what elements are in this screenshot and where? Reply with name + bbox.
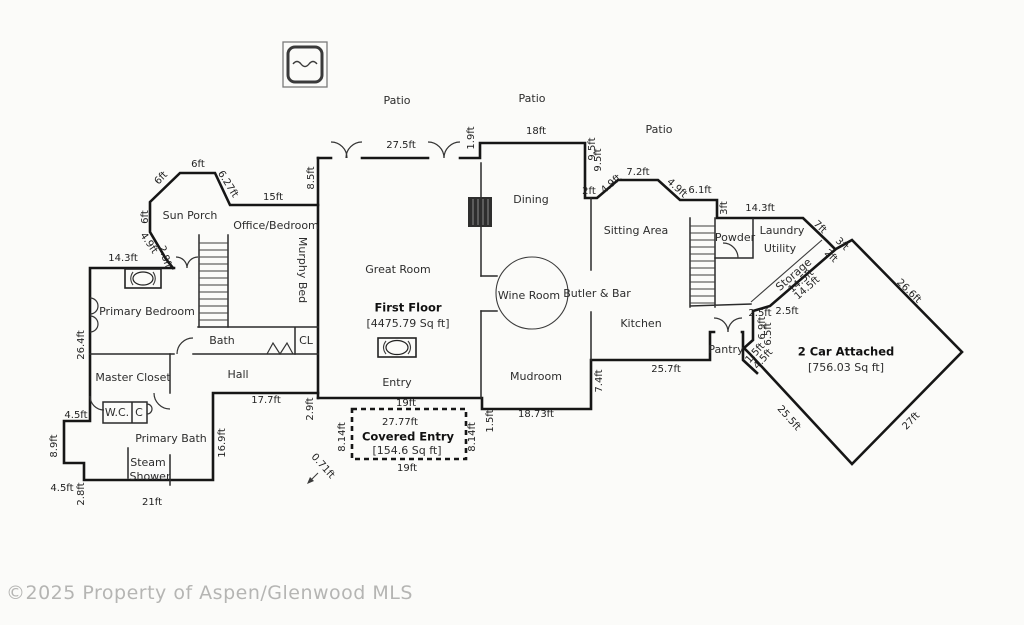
storage-corridor-wall [750, 239, 823, 303]
fireplace-icon [468, 197, 492, 227]
dimension-label: 6.9ft [757, 316, 768, 339]
hot-tub-icon [282, 41, 328, 88]
room-label: Patio [384, 94, 411, 107]
dimension-label: 4.5ft [64, 410, 87, 421]
room-label: Hall [227, 368, 248, 381]
room-label: Patio [646, 123, 673, 136]
dimension-label: 1.9ft [466, 126, 477, 149]
dimension-label: 14.3ft [745, 203, 775, 214]
room-label: First Floor [374, 301, 441, 315]
dimension-label: 6.1ft [688, 185, 711, 196]
room-label: Wine Room [498, 289, 560, 302]
dimension-label: 4.9ft [138, 231, 160, 256]
dimension-label: 2.9ft [305, 397, 316, 420]
dimension-label: 17.7ft [251, 395, 281, 406]
dimension-label: 16.9ft [217, 428, 228, 458]
room-label: Bath [209, 334, 235, 347]
dimension-label: 6.27ft [215, 169, 240, 200]
dimension-label: 9.5ft [593, 148, 604, 171]
dimension-label: 7.4ft [594, 369, 605, 392]
dimension-label: 2.8ft [156, 244, 174, 270]
room-label: Powder [715, 231, 756, 244]
room-label: [154.6 Sq ft] [372, 444, 441, 457]
dimension-label: 25.7ft [651, 364, 681, 375]
dimension-label: 6.5ft [763, 322, 774, 345]
room-label: Utility [764, 242, 797, 255]
room-label: Sitting Area [604, 224, 669, 237]
dimension-label: 8.14ft [467, 422, 478, 452]
room-label: Great Room [365, 263, 430, 276]
dimension-label: 1.5ft [485, 409, 496, 432]
room-label: Patio [519, 92, 546, 105]
room-label: Master Closet [95, 371, 171, 384]
covered-entry-outline [350, 407, 468, 461]
dimension-label: 3ft [719, 201, 730, 215]
staircase-rear [690, 225, 715, 304]
room-label: Mudroom [510, 370, 562, 383]
exterior-walls [62, 141, 836, 482]
room-label: Primary Bedroom [99, 305, 195, 318]
room-label: C [135, 406, 143, 419]
dimension-label: 8.5ft [306, 166, 317, 189]
room-label: 2 Car Attached [798, 345, 895, 359]
dimension-label: 9.5ft [587, 137, 598, 160]
garage-outline [742, 238, 964, 466]
dimension-label: 7ft [811, 219, 829, 236]
firepit-icon-primary-bedroom [124, 268, 162, 289]
room-label: Sun Porch [163, 209, 218, 222]
dimension-arrow [307, 472, 319, 484]
dimension-label: 2.5ft [748, 308, 771, 319]
dimension-label: 27ft [900, 410, 922, 432]
room-label: [756.03 Sq ft] [808, 361, 884, 374]
dimension-label: 2.5ft [775, 306, 798, 317]
dimension-label: 15ft [263, 192, 283, 203]
dimension-label: 26.4ft [76, 330, 87, 360]
room-label: Steam [130, 456, 166, 469]
room-label: [4475.79 Sq ft] [366, 317, 449, 330]
dimension-label: 14.3ft [108, 253, 138, 264]
room-label: Pantry [708, 343, 744, 356]
dimension-label: 27.5ft [386, 140, 416, 151]
dimension-label: 6ft [140, 210, 151, 224]
room-label: Kitchen [620, 317, 661, 330]
dimension-label: 4.9ft [599, 173, 624, 197]
room-label: Laundry [760, 224, 805, 237]
room-label: Entry [382, 376, 412, 389]
dimension-label: 26.6ft [894, 277, 923, 305]
dimension-label: 19ft [396, 398, 416, 409]
room-label: Office/Bedroom [233, 219, 319, 232]
room-label: Butler & Bar [563, 287, 631, 300]
room-label: CL [299, 334, 314, 347]
dimension-label: 19ft [397, 463, 417, 474]
dimension-label: 27.77ft [382, 417, 418, 428]
copyright-text: ©2025 Property of Aspen/Glenwood MLS [6, 582, 413, 604]
dimension-label: 0.71ft [309, 452, 337, 481]
dimension-label: 8.9ft [49, 434, 60, 457]
room-label: Murphy Bed [296, 237, 309, 303]
dimension-label: 21ft [142, 497, 162, 508]
dimension-label: 2ft [582, 186, 596, 197]
dimension-label: 7.2ft [626, 167, 649, 178]
dimension-label: 6ft [191, 159, 205, 170]
room-label: Dining [513, 193, 549, 206]
dimension-label: 2.8ft [76, 482, 87, 505]
room-label: Shower [130, 470, 171, 483]
staircase-main [199, 242, 228, 321]
dimension-label: 18.73ft [518, 409, 554, 420]
room-label: Primary Bath [135, 432, 207, 445]
dimension-label: 2ft [822, 248, 840, 265]
door-arcs [89, 141, 743, 415]
dimension-label: 18ft [526, 126, 546, 137]
wine-room-wall [495, 256, 569, 330]
dimension-label: 4.5ft [50, 483, 73, 494]
room-label: Covered Entry [362, 430, 455, 444]
firepit-icon-great-room [377, 337, 417, 358]
dimension-label: 8.14ft [337, 422, 348, 452]
room-label: W.C. [105, 406, 129, 419]
